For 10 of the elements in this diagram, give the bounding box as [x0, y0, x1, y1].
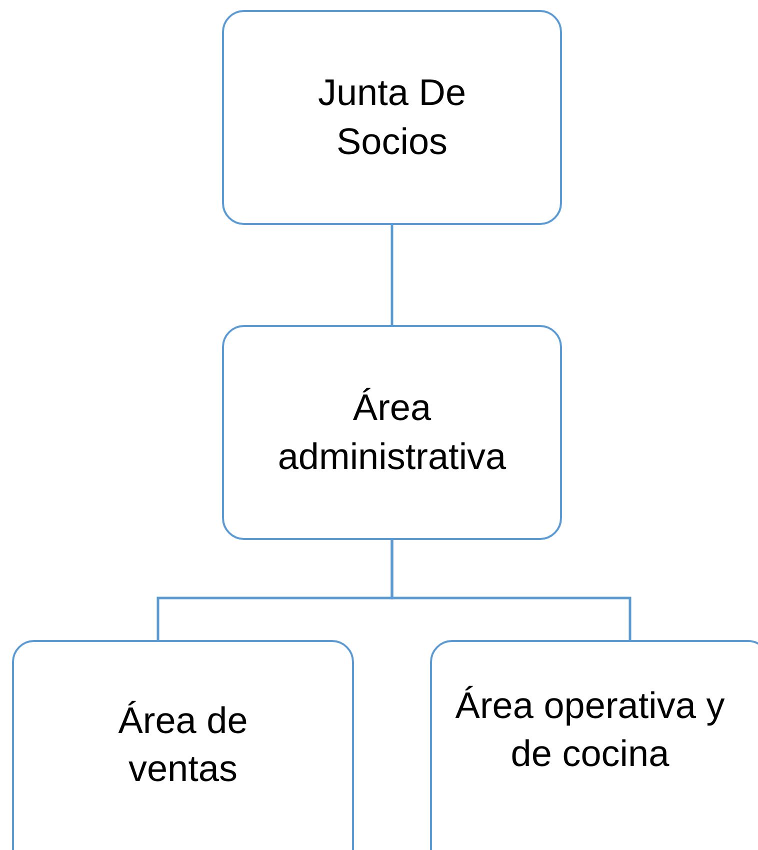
connector-line [390, 225, 394, 325]
box-label: Área de ventas [117, 698, 249, 791]
box-label: Área administrativa [276, 386, 508, 478]
org-box [12, 640, 354, 850]
box-label: Junta De Socios [316, 71, 468, 164]
org-box [222, 10, 562, 225]
org-box [222, 325, 562, 540]
org-box [430, 640, 758, 850]
connector-line [390, 540, 632, 640]
box-label: Área operativa y de cocina [454, 684, 726, 776]
